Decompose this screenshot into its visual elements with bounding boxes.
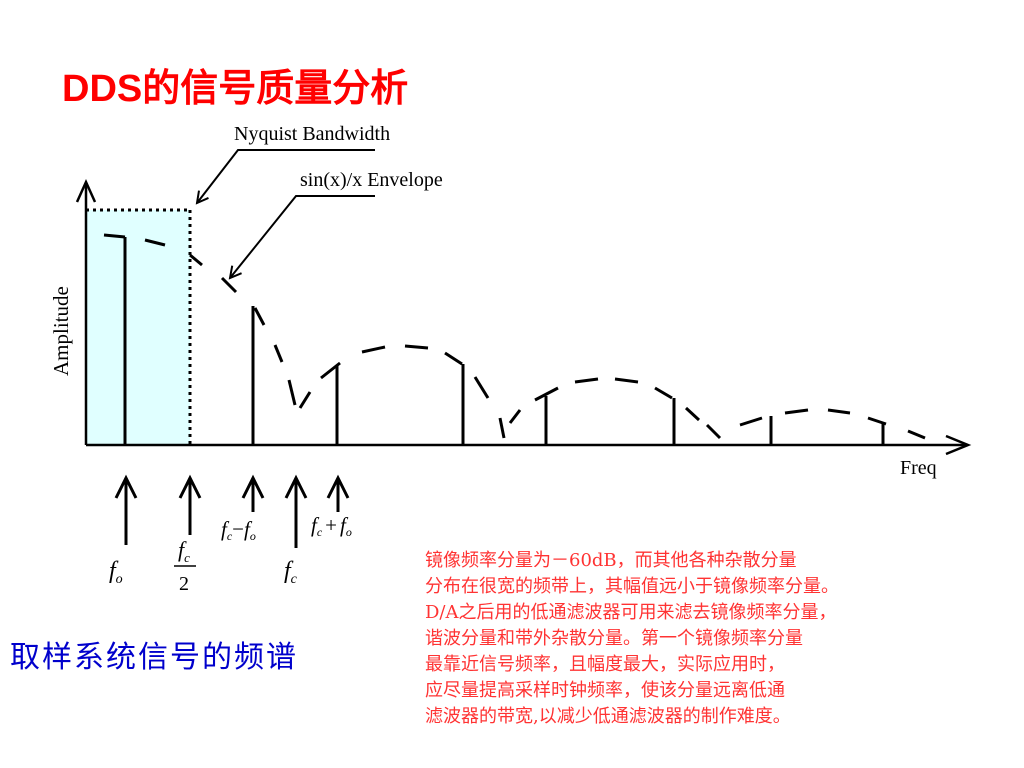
explanation-notes: 镜像频率分量为－60dB，而其他各种杂散分量 分布在很宽的频带上，其幅值远小于镜… (425, 548, 839, 730)
label-fc-minus-fo: fc−fo (221, 517, 256, 543)
amplitude-axis-label: Amplitude (49, 286, 73, 376)
figure-caption: 取样系统信号的频谱 (10, 640, 298, 675)
label-fc: fc (284, 558, 298, 587)
envelope-pointer (230, 195, 375, 278)
note-line: 滤波器的带宽,以减少低通滤波器的制作难度。 (425, 706, 791, 727)
slide-title-rest: 的信号质量分析 (142, 66, 409, 110)
y-axis-arrowhead (75, 178, 97, 203)
label-fc-half: fc 2 (174, 537, 196, 595)
nyquist-bandwidth-label: Nyquist Bandwidth (234, 123, 390, 145)
slide-title: DDS的信号质量分析 (62, 66, 409, 111)
note-line: 分布在很宽的频带上，其幅值远小于镜像频率分量。 (425, 576, 839, 597)
note-line: D/A之后用的低通滤波器可用来滤去镜像频率分量， (425, 602, 837, 623)
nyquist-pointer (197, 149, 375, 203)
nyquist-band (86, 210, 190, 445)
spectral-lines (123, 237, 885, 445)
slide-title-prefix: DDS (62, 68, 143, 110)
note-line: 应尽量提高采样时钟频率，使该分量远离低通 (425, 680, 785, 701)
note-line: 镜像频率分量为－60dB，而其他各种杂散分量 (425, 550, 797, 571)
marker-arrows (114, 474, 350, 548)
envelope-label: sin(x)/x Envelope (300, 169, 443, 191)
note-line: 谐波分量和带外杂散分量。第一个镜像频率分量 (425, 628, 803, 649)
label-fc-plus-fo: fc+fo (311, 513, 352, 539)
label-fo: fo (109, 558, 123, 587)
freq-axis-label: Freq (900, 457, 937, 479)
svg-text:2: 2 (179, 573, 189, 595)
x-axis-arrowhead (945, 434, 972, 456)
sinc-envelope (103, 233, 926, 440)
note-line: 最靠近信号频率，且幅度最大，实际应用时， (425, 654, 785, 675)
svg-text:fc: fc (178, 537, 190, 565)
